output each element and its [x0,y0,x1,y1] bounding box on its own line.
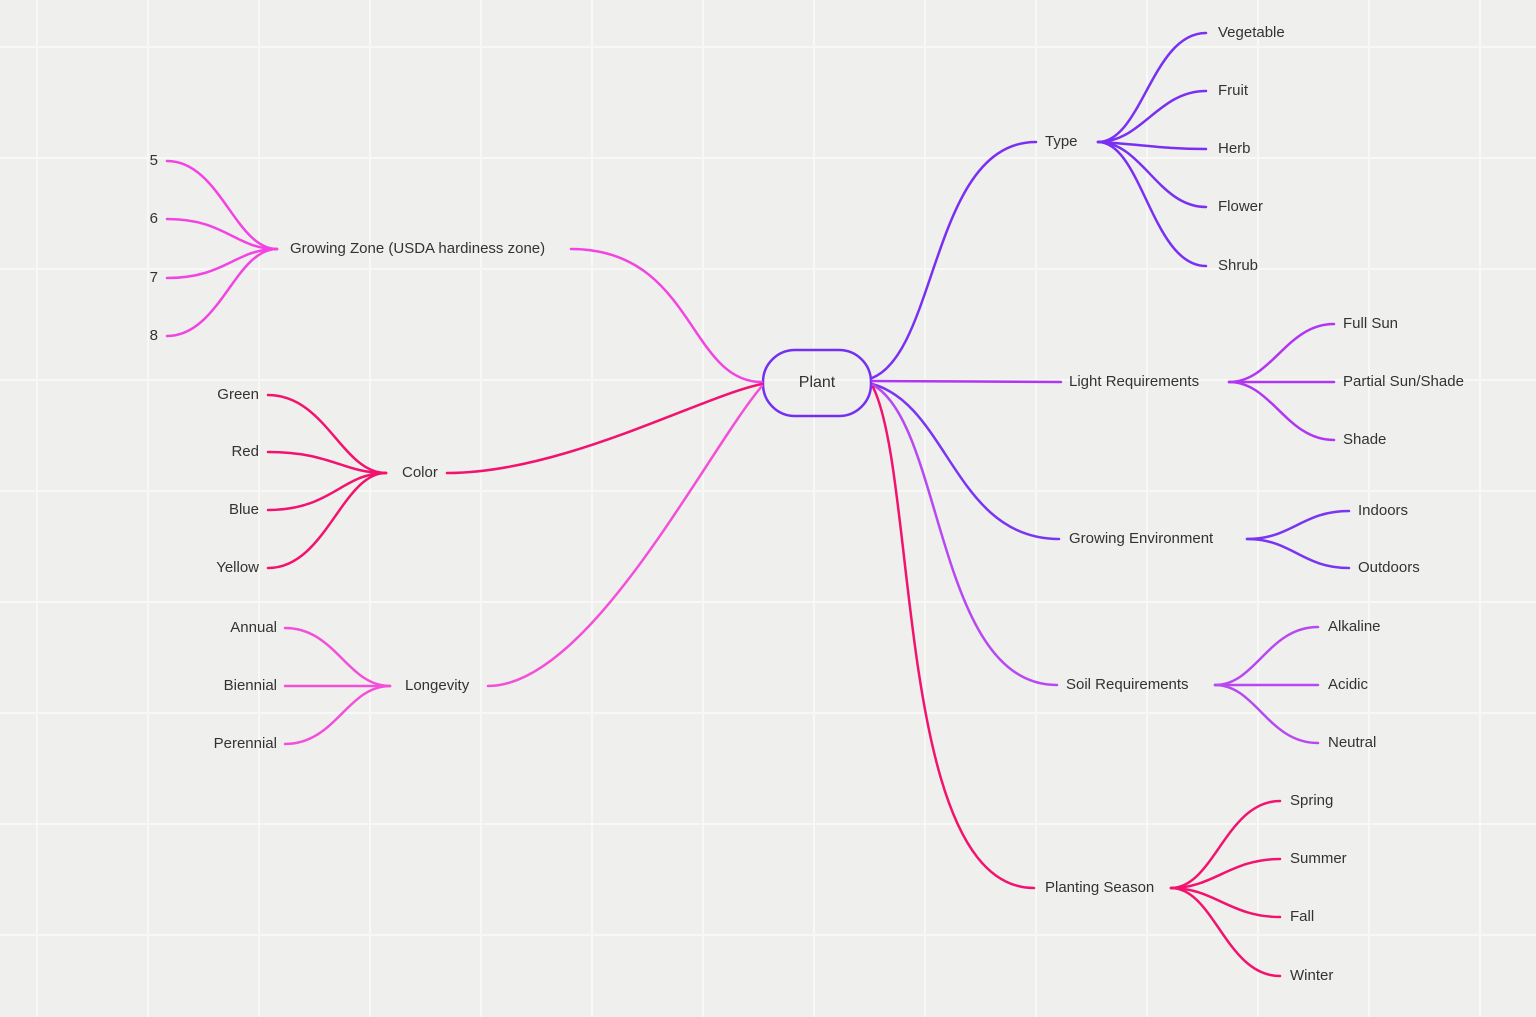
leaf-label-alkaline[interactable]: Alkaline [1328,618,1381,635]
edge-zone-6 [165,217,279,251]
leaf-label-outdoors[interactable]: Outdoors [1358,559,1420,576]
leaf-label-annual[interactable]: Annual [230,619,277,636]
leaf-label-herb[interactable]: Herb [1218,140,1251,157]
edge-plant-color [445,382,764,475]
edge-plant-zone [569,247,764,384]
root-node-label[interactable]: Plant [798,374,836,391]
edge-type-shrub [1096,140,1208,268]
leaf-label-fruit[interactable]: Fruit [1218,82,1248,99]
leaf-label-zone-8[interactable]: 8 [149,327,158,344]
edge-soil-neutral [1213,683,1320,745]
leaf-label-yellow[interactable]: Yellow [216,559,259,576]
edge-season-fall [1169,886,1282,919]
leaf-label-zone-7[interactable]: 7 [149,269,158,286]
leaf-label-fall[interactable]: Fall [1290,908,1315,925]
edge-longevity-annual [283,626,392,688]
node-label-growing-environment[interactable]: Growing Environment [1069,530,1214,547]
node-label-soil-requirements[interactable]: Soil Requirements [1066,676,1189,693]
leaf-label-perennial[interactable]: Perennial [213,735,277,752]
edge-plant-type [870,140,1038,380]
leaf-label-shrub[interactable]: Shrub [1218,257,1259,274]
leaf-label-summer[interactable]: Summer [1290,850,1347,867]
leaf-label-zone-5[interactable]: 5 [149,152,158,169]
leaf-label-blue[interactable]: Blue [228,501,259,518]
leaf-label-partial-sun-shade[interactable]: Partial Sun/Shade [1343,373,1464,390]
leaf-label-neutral[interactable]: Neutral [1328,734,1377,751]
edge-light-fullsun [1227,322,1336,384]
edge-environment-outdoors [1245,537,1351,570]
edge-longevity-perennial [283,684,392,746]
edge-plant-environment [870,382,1061,541]
leaf-label-vegetable[interactable]: Vegetable [1218,24,1285,41]
edge-season-winter [1169,886,1282,978]
leaf-label-green[interactable]: Green [217,386,259,403]
node-label-planting-season[interactable]: Planting Season [1045,879,1155,896]
edge-environment-indoors [1245,509,1351,541]
leaf-label-biennial[interactable]: Biennial [223,677,277,694]
leaf-label-zone-6[interactable]: 6 [149,210,158,227]
edge-zone-8 [165,247,279,338]
leaf-label-flower[interactable]: Flower [1218,198,1264,215]
edge-plant-light [870,379,1063,384]
edge-season-summer [1169,857,1282,890]
edge-type-fruit [1096,89,1208,144]
edge-zone-5 [165,159,279,251]
leaf-label-indoors[interactable]: Indoors [1358,502,1409,519]
leaf-label-acidic[interactable]: Acidic [1328,676,1369,693]
node-label-type[interactable]: Type [1045,133,1078,150]
edge-type-flower [1096,140,1208,209]
edge-soil-alkaline [1213,625,1320,687]
edge-plant-season [871,385,1036,890]
edge-type-vegetable [1096,31,1208,144]
edge-plant-soil [871,383,1059,687]
node-label-color[interactable]: Color [402,464,438,481]
leaf-label-spring[interactable]: Spring [1290,792,1334,809]
node-label-longevity[interactable]: Longevity [405,677,470,694]
node-label-growing-zone[interactable]: Growing Zone (USDA hardiness zone) [290,240,546,257]
edge-zone-7 [165,247,279,280]
edge-plant-longevity [486,384,764,688]
edge-color-blue [266,471,388,512]
edge-color-green [266,393,388,475]
leaf-label-shade[interactable]: Shade [1343,431,1387,448]
leaf-label-full-sun[interactable]: Full Sun [1343,315,1399,332]
edge-color-red [266,450,388,475]
edge-color-yellow [266,471,388,570]
root-node-box[interactable] [761,348,873,418]
leaf-label-winter[interactable]: Winter [1290,967,1334,984]
node-label-light-requirements[interactable]: Light Requirements [1069,373,1200,390]
edge-light-shade [1227,380,1336,442]
edge-season-spring [1169,799,1282,890]
leaf-label-red[interactable]: Red [231,443,259,460]
